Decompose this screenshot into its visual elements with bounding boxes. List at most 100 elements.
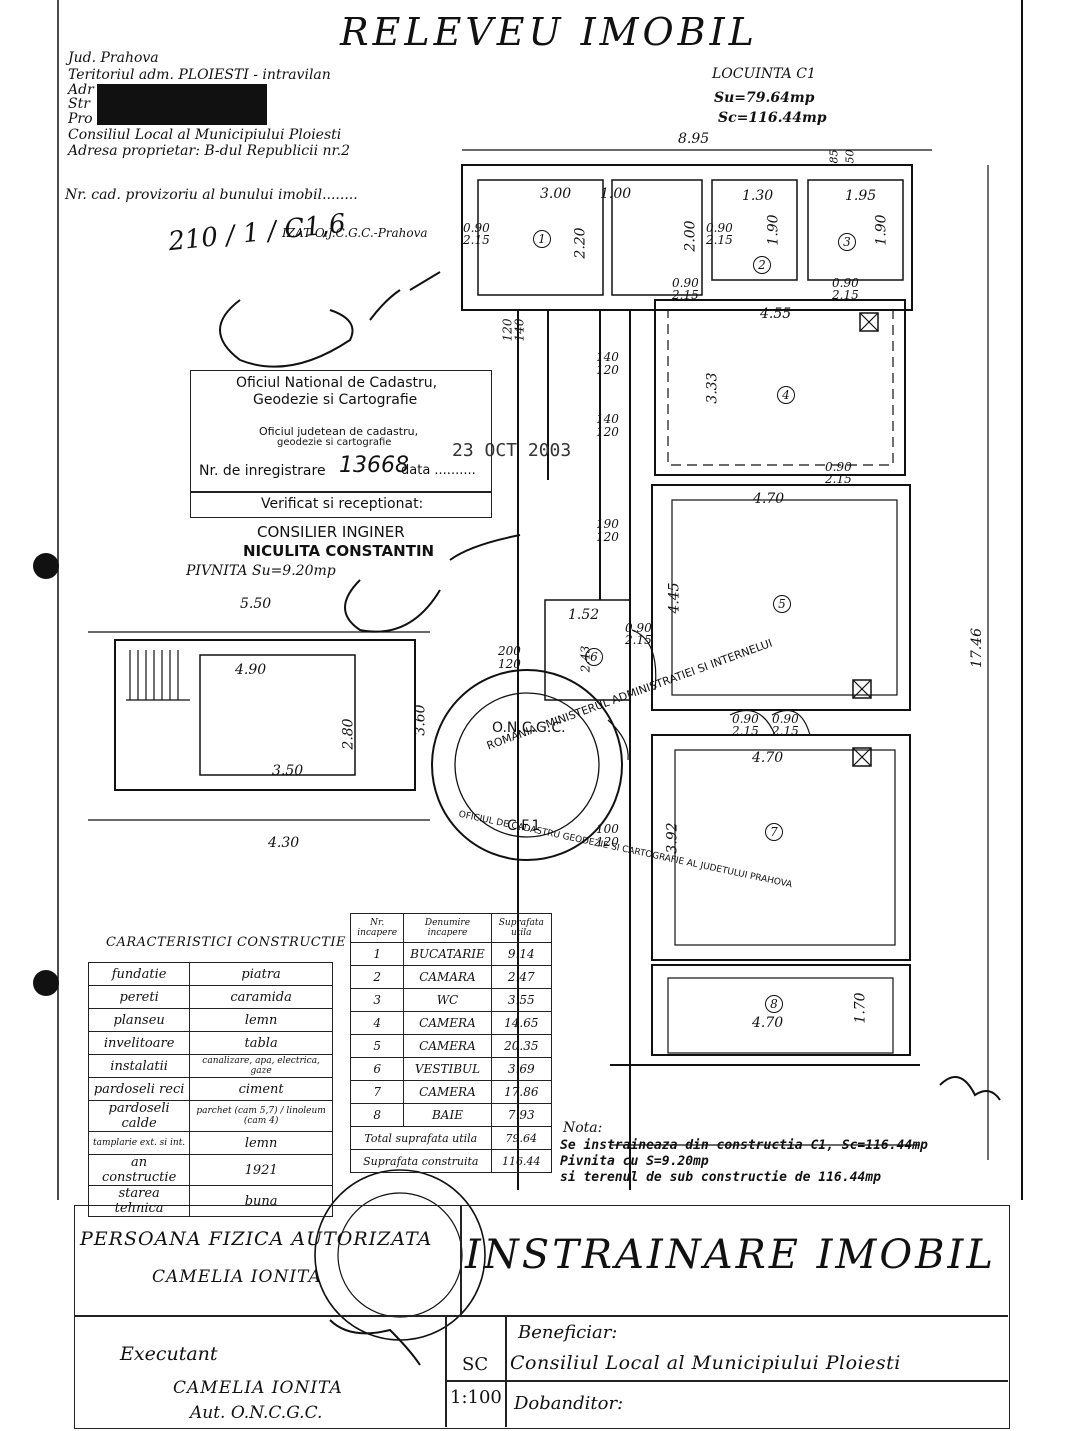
dim-100: 1.00 — [600, 186, 632, 202]
window-label-4: 190 120 — [596, 517, 619, 544]
characteristic-name: invelitoare — [87, 1031, 191, 1055]
door-label-8: 0.90 2.15 — [772, 712, 799, 738]
room-number-1: 1 — [533, 230, 551, 248]
characteristic-value: ciment — [189, 1077, 333, 1101]
beneficiar-label: Beneficiar: — [518, 1322, 618, 1343]
basement-350: 3.50 — [272, 763, 304, 779]
dim-right-total: 17.46 — [969, 627, 986, 669]
basement-280: 2.80 — [340, 718, 357, 750]
room-name: CAMERA — [403, 1011, 492, 1035]
redaction-block — [97, 84, 267, 125]
note-line-3: si terenul de sub constructie de 116.44m… — [560, 1170, 881, 1185]
room-number-7: 7 — [765, 823, 783, 841]
door-label-3: 0.90 2.15 — [672, 276, 699, 302]
room-nr: 7 — [349, 1080, 405, 1104]
registry-stamp: Oficiul National de Cadastru, Geodezie s… — [190, 370, 492, 492]
dim-333: 3.33 — [704, 372, 721, 404]
header-street: Str — [68, 96, 90, 112]
executant-label: Executant — [120, 1343, 218, 1365]
characteristic-value: buna — [189, 1185, 333, 1217]
basement-360: 3.60 — [412, 704, 429, 736]
rooms-total-util: 79.64 — [490, 1126, 553, 1150]
dim-190a: 1.90 — [765, 214, 782, 246]
characteristic-name: fundatie — [87, 962, 191, 986]
room-area: 2.47 — [490, 965, 553, 989]
registry-reg-number: 13668 — [339, 453, 409, 478]
rooms-header-area: Suprafata utila — [490, 913, 553, 943]
rooms-header-name: Denumire incapere — [403, 913, 492, 943]
dim-190b: 1.90 — [873, 214, 890, 246]
window-label-3: 140 120 — [596, 412, 619, 439]
room-nr: 4 — [349, 1011, 405, 1035]
note-label: Nota: — [563, 1120, 603, 1136]
characteristics-title: CARACTERISTICI CONSTRUCTIE — [106, 935, 347, 950]
registry-data-label: data .......... — [401, 463, 476, 478]
verified-box: Verificat si receptionat: — [190, 492, 492, 518]
basement-430: 4.30 — [268, 835, 300, 851]
rooms-total-built-label: Suprafata construita — [350, 1149, 492, 1173]
punch-hole-top — [33, 553, 59, 579]
room-area: 14.65 — [490, 1011, 553, 1035]
room-name: BUCATARIE — [403, 942, 492, 966]
authorized-person-label: PERSOANA FIZICA AUTORIZATA — [80, 1228, 433, 1250]
dim-300: 3.00 — [540, 186, 572, 202]
locuinta-name: LOCUINTA C1 — [712, 66, 816, 82]
characteristic-name: pardoseli reci — [87, 1077, 191, 1101]
registry-line-2: Geodezie si Cartografie — [253, 392, 418, 408]
authorized-person-name: CAMELIA IONITA — [152, 1267, 322, 1287]
room-nr: 6 — [349, 1057, 405, 1081]
dim-200: 2.00 — [682, 220, 699, 252]
registry-reg-label: Nr. de inregistrare — [199, 463, 326, 479]
header-owner: Pro — [68, 111, 93, 127]
document-title: RELEVEU IMOBIL — [340, 10, 758, 54]
header-territory: Teritoriul adm. PLOIESTI - intravilan — [68, 67, 331, 83]
characteristic-name: starea tehnica — [87, 1185, 191, 1217]
characteristic-value: parchet (cam 5,7) / linoleum (cam 4) — [189, 1100, 333, 1132]
dim-152: 1.52 — [568, 607, 600, 623]
room-number-2: 2 — [753, 256, 771, 274]
room-nr: 8 — [349, 1103, 405, 1127]
characteristic-value: tabla — [189, 1031, 333, 1055]
pivnita-label: PIVNITA Su=9.20mp — [186, 563, 336, 579]
room-area: 3.55 — [490, 988, 553, 1012]
door-label-5: 0.90 2.15 — [825, 460, 852, 486]
round-stamp-bottom: C.F.1 — [507, 818, 541, 834]
door-label-1: 0.90 2.15 — [463, 221, 490, 247]
dim-085: 85 — [827, 149, 841, 164]
basement-490: 4.90 — [235, 662, 267, 678]
dim-220: 2.20 — [572, 227, 589, 259]
header-owner-address: Adresa proprietar: B-dul Republicii nr.2 — [68, 143, 351, 159]
room-nr: 2 — [349, 965, 405, 989]
characteristic-value: piatra — [189, 962, 333, 986]
characteristic-value: lemn — [189, 1131, 333, 1155]
room-number-5: 5 — [773, 595, 791, 613]
room-name: BAIE — [403, 1103, 492, 1127]
cadastral-line: Nr. cad. provizoriu al bunului imobil...… — [65, 187, 358, 203]
door-label-7: 0.90 2.15 — [732, 712, 759, 738]
window-label-2: 140 120 — [596, 350, 619, 377]
room-area: 9.14 — [490, 942, 553, 966]
punch-hole-bottom — [33, 970, 59, 996]
header-address: Adr — [68, 82, 94, 98]
room-number-6: 6 — [585, 648, 603, 666]
dim-470b: 4.70 — [752, 750, 784, 766]
locuinta-su: Su=79.64mp — [714, 90, 815, 106]
beneficiar-name: Consiliul Local al Municipiului Ploiesti — [510, 1352, 901, 1374]
dim-470c: 4.70 — [752, 1015, 784, 1031]
characteristic-name: instalatii — [87, 1054, 191, 1078]
room-name: CAMERA — [403, 1080, 492, 1104]
verifier-name: NICULITA CONSTANTIN — [243, 542, 435, 560]
characteristic-name: pereti — [87, 985, 191, 1009]
header-county: Jud. Prahova — [68, 50, 159, 66]
note-line-2: Pivnita cu S=9.20mp — [560, 1154, 709, 1169]
